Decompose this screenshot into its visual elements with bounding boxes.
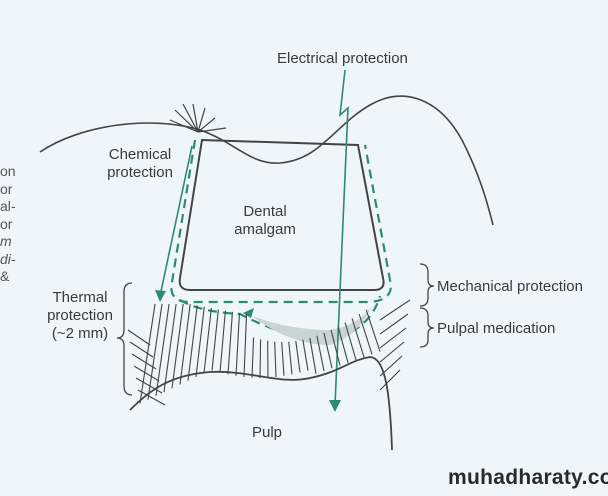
tubule (259, 339, 262, 379)
label-line: Dental (243, 203, 287, 220)
tubule (288, 341, 293, 375)
label-line: Thermal (52, 289, 108, 306)
tubule (379, 313, 409, 335)
tubule (187, 305, 198, 381)
fracture-lines-icon (169, 103, 227, 133)
pulpal-brace (419, 307, 435, 348)
tubule (163, 303, 177, 393)
tubule (243, 313, 248, 378)
pulpal-medication-stipple (252, 305, 372, 345)
pulp-outline (129, 356, 393, 451)
tubule (137, 389, 166, 406)
label-dental-amalgam: Dental amalgam (225, 203, 305, 239)
fragment: or (0, 215, 13, 232)
dashed-liner (170, 139, 392, 304)
tubule (171, 303, 184, 389)
tubule (281, 341, 285, 376)
label-mechanical-protection: Mechanical protection (437, 278, 583, 295)
fragment: or (0, 180, 13, 197)
tubule (203, 308, 212, 374)
label-pulpal-medication: Pulpal medication (437, 320, 556, 337)
label-line: Chemical (108, 146, 172, 163)
watermark: muhadharaty.com (448, 466, 608, 489)
chemical-arrow (159, 145, 193, 297)
tubule (344, 322, 357, 361)
fragment: & (0, 268, 10, 284)
label-thermal-protection: Thermal protection (~2 mm) (40, 289, 120, 343)
label-line: (~2 mm) (51, 325, 109, 342)
tooth-outline (39, 95, 494, 226)
dentinal-tubules (127, 299, 411, 406)
tubule (274, 341, 277, 378)
tubule (179, 303, 191, 385)
tubule (379, 327, 407, 349)
tubule (351, 318, 365, 358)
tubule (330, 329, 341, 366)
fragment: m (0, 233, 12, 249)
tubule (135, 377, 163, 394)
tubule (147, 303, 163, 400)
tubule (337, 326, 349, 363)
label-chemical-protection: Chemical protection (100, 146, 180, 182)
tubule (379, 341, 405, 363)
label-line: protection (107, 164, 173, 181)
tubule (211, 309, 219, 371)
tubule (235, 312, 241, 376)
tubule (127, 329, 151, 346)
dashed-liner-deep (179, 295, 382, 342)
tubule (227, 311, 233, 375)
tubule (379, 369, 401, 391)
margin-text-fragments: on or al- or m di- & (0, 163, 16, 286)
electrical-arrow (334, 69, 349, 406)
fragment: di- (0, 250, 16, 267)
tubule (251, 337, 255, 378)
thermal-brace (116, 282, 133, 396)
tubule (379, 299, 411, 321)
label-pulp: Pulp (252, 424, 283, 441)
tubule (295, 340, 301, 373)
label-electrical-protection: Electrical protection (277, 50, 408, 67)
fragment: on (0, 163, 16, 179)
tubule (309, 337, 317, 374)
tubule (195, 306, 205, 378)
tubule (316, 335, 325, 372)
tubule (323, 332, 333, 369)
tubule (131, 353, 157, 370)
mechanical-brace (419, 263, 435, 307)
tubule (365, 309, 381, 352)
label-line: amalgam (234, 221, 296, 238)
tubule (358, 313, 373, 355)
label-line: protection (47, 307, 113, 324)
tubule (302, 339, 309, 371)
amalgam-restoration (178, 138, 385, 291)
tubule (133, 365, 160, 382)
tubule (219, 310, 226, 373)
tubule (129, 341, 154, 358)
fragment: al- (0, 198, 16, 214)
